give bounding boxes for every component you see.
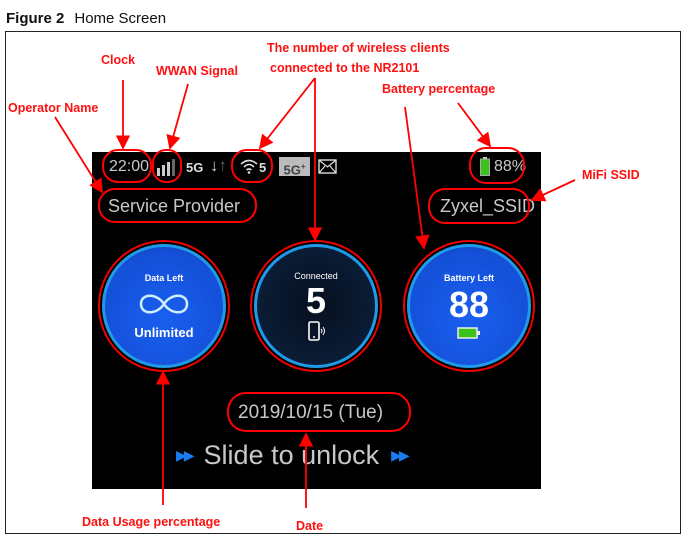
figure-frame [5,31,681,534]
badge-sup: + [300,162,306,171]
ssid-name: Zyxel_SSID [440,196,536,216]
annotation-wwan: WWAN Signal [156,64,238,78]
figure-title: Home Screen [74,10,167,27]
envelope-icon [318,159,337,174]
annotation-clients-line1: The number of wireless clients [267,41,450,55]
date: 2019/10/15 (Tue) [238,402,384,423]
battery-full-icon [457,327,480,339]
battery-left-widget[interactable]: Battery Left 88 [407,244,531,368]
figure-caption: Figure 2 Home Screen [6,10,166,27]
battery-left-title: Battery Left [443,273,494,283]
battery-left-value: 88 [448,284,490,325]
data-left-value: Unlimited [134,324,194,340]
infinity-icon [139,294,189,313]
annotation-date: Date [296,519,324,533]
wifi-icon [240,159,258,174]
double-arrow-right-icon: ▶▶ [391,447,409,463]
battery-percentage: 88% [494,158,527,175]
double-arrow-left-icon: ▶▶ [176,447,194,463]
data-left-widget[interactable]: Data Left Unlimited [102,244,226,368]
connected-title: Connected [294,271,338,281]
data-transfer-icon: ↓↑ [210,156,227,175]
signal-bars-icon [157,159,175,176]
network-type: 5G [186,160,204,175]
annotation-ssid: MiFi SSID [582,168,640,182]
clock: 22:00 [109,158,150,175]
data-left-title: Data Left [144,272,184,283]
battery-icon [480,157,490,176]
annotation-operator: Operator Name [8,101,99,115]
phone-icon [308,321,325,341]
annotation-data-usage: Data Usage percentage [82,515,221,529]
connected-count: 5 [305,280,327,321]
unlock-text: Slide to unlock [203,440,380,470]
operator-name: Service Provider [108,196,241,216]
annotation-clock: Clock [101,53,136,67]
5g-plus-badge: 5G+ [279,157,310,178]
annotation-clients-line2: connected to the NR2101 [270,61,420,75]
connected-widget[interactable]: Connected 5 [254,244,378,368]
wifi-client-count: 5 [259,160,267,175]
figure-number: Figure 2 [6,10,65,27]
annotation-battery: Battery percentage [382,82,496,96]
slide-to-unlock[interactable]: ▶▶ Slide to unlock ▶▶ [176,440,410,471]
badge-text: 5G [283,162,301,178]
